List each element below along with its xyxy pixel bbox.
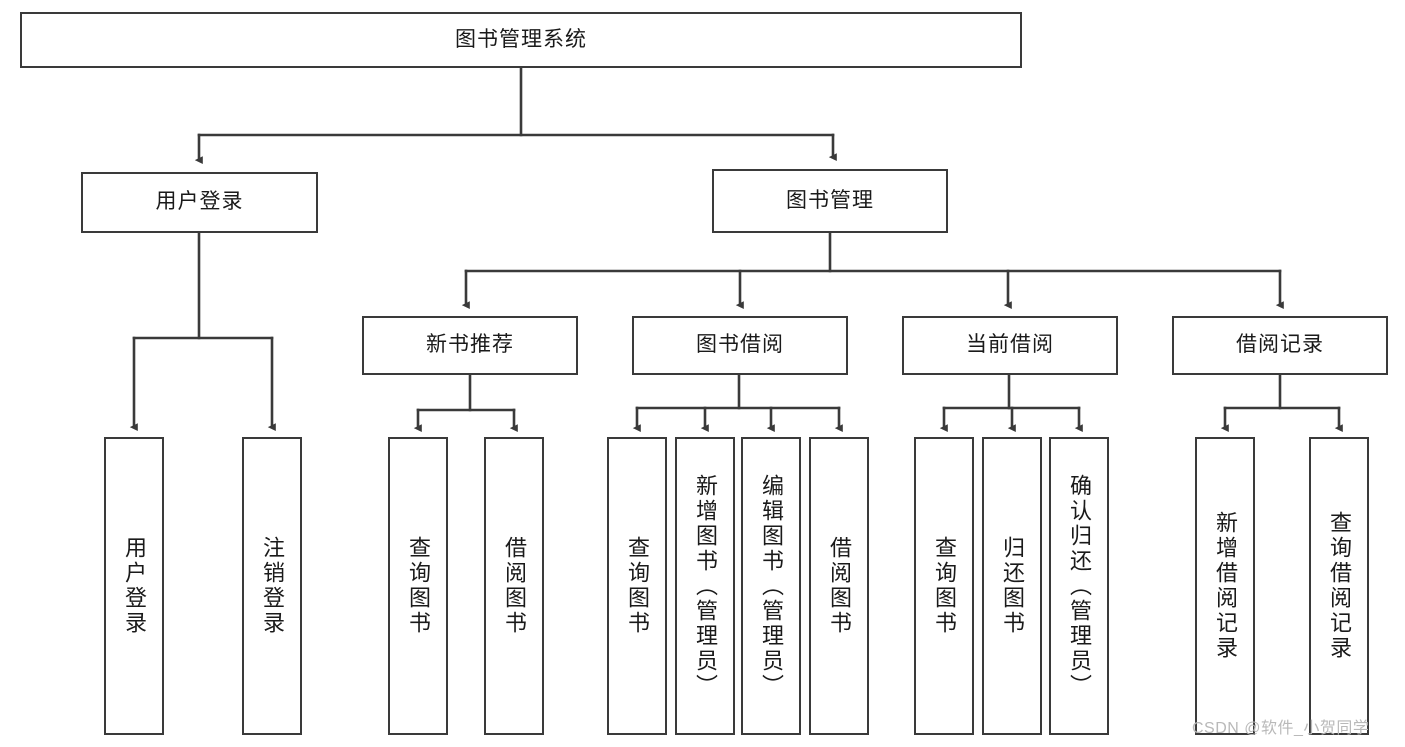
node-label: 图书管理系统 (455, 27, 587, 51)
leaf-current-borrow-confirm[interactable]: 确认归还（管理员） (1049, 437, 1109, 735)
node-book-management[interactable]: 图书管理 (712, 169, 948, 233)
node-label: 用户登录 (155, 190, 244, 214)
leaf-book-borrow-borrow[interactable]: 借阅图书 (809, 437, 869, 735)
node-book-borrow[interactable]: 图书借阅 (632, 316, 848, 375)
node-user-login[interactable]: 用户登录 (81, 172, 318, 233)
node-label: 新书推荐 (426, 333, 514, 357)
leaf-book-borrow-edit[interactable]: 编辑图书（管理员） (741, 437, 801, 735)
node-current-borrow[interactable]: 当前借阅 (902, 316, 1118, 375)
leaf-current-borrow-return[interactable]: 归还图书 (982, 437, 1042, 735)
node-label: 借阅图书 (502, 536, 527, 636)
node-root-system[interactable]: 图书管理系统 (20, 12, 1022, 68)
node-label: 编辑图书（管理员） (759, 473, 784, 699)
leaf-borrow-record-query[interactable]: 查询借阅记录 (1309, 437, 1369, 735)
node-label: 确认归还（管理员） (1067, 473, 1092, 699)
leaf-user-login-logout[interactable]: 注销登录 (242, 437, 302, 735)
node-label: 用户登录 (122, 536, 147, 636)
leaf-book-borrow-query[interactable]: 查询图书 (607, 437, 667, 735)
node-label: 查询借阅记录 (1327, 511, 1352, 661)
node-label: 归还图书 (1000, 536, 1025, 636)
node-label: 注销登录 (260, 536, 285, 636)
node-label: 新增图书（管理员） (693, 473, 718, 699)
leaf-new-book-query[interactable]: 查询图书 (388, 437, 448, 735)
leaf-new-book-borrow[interactable]: 借阅图书 (484, 437, 544, 735)
node-new-book-recommend[interactable]: 新书推荐 (362, 316, 578, 375)
node-label: 查询图书 (625, 536, 650, 636)
node-label: 借阅图书 (827, 536, 852, 636)
node-label: 查询图书 (406, 536, 431, 636)
leaf-user-login-login[interactable]: 用户登录 (104, 437, 164, 735)
leaf-borrow-record-add[interactable]: 新增借阅记录 (1195, 437, 1255, 735)
node-label: 查询图书 (932, 536, 957, 636)
leaf-book-borrow-add[interactable]: 新增图书（管理员） (675, 437, 735, 735)
node-label: 借阅记录 (1236, 333, 1324, 357)
node-borrow-record[interactable]: 借阅记录 (1172, 316, 1388, 375)
node-label: 新增借阅记录 (1213, 511, 1238, 661)
node-label: 图书借阅 (696, 333, 784, 357)
node-label: 图书管理 (786, 188, 874, 212)
node-label: 当前借阅 (966, 333, 1054, 357)
leaf-current-borrow-query[interactable]: 查询图书 (914, 437, 974, 735)
